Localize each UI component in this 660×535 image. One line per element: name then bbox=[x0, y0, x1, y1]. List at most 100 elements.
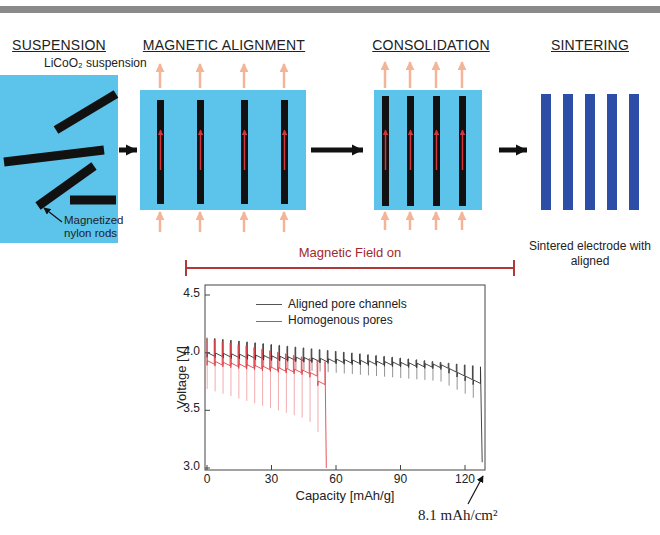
electrode-strip bbox=[541, 94, 551, 210]
stage-heading: SINTERING bbox=[551, 37, 629, 53]
pulse-dip bbox=[262, 366, 263, 406]
stage-panel: MAGNETIC ALIGNMENT bbox=[138, 36, 310, 246]
aligned-rods bbox=[157, 100, 288, 204]
axis-ticks bbox=[205, 295, 465, 470]
field-arrow bbox=[384, 212, 387, 230]
electrode-strip bbox=[585, 94, 595, 210]
tick-label: 4.5 bbox=[170, 287, 200, 301]
tick-label: 30 bbox=[252, 473, 292, 487]
callout-label: LiCoO₂ suspension bbox=[44, 57, 154, 71]
aligned-rods bbox=[382, 96, 466, 206]
legend-text: Aligned pore channels bbox=[288, 297, 407, 311]
stage-caption: Sintered electrode with aligned bbox=[528, 239, 652, 268]
nylon-rod bbox=[197, 100, 204, 204]
rod-moments bbox=[386, 130, 463, 170]
aligned-curve bbox=[207, 338, 482, 463]
process-arrow bbox=[311, 148, 363, 153]
tick-label: 60 bbox=[316, 473, 356, 487]
tick-label: 4.0 bbox=[170, 345, 200, 359]
tick-label: 90 bbox=[381, 473, 421, 487]
x-tick bbox=[336, 465, 337, 470]
field-bracket bbox=[186, 260, 514, 276]
random-rods bbox=[4, 94, 116, 206]
legend-entry: Homogenous pores bbox=[256, 312, 407, 328]
pulse-dip bbox=[294, 369, 295, 415]
plot-frame bbox=[205, 285, 485, 470]
field-arrow bbox=[461, 62, 464, 88]
stage-heading: SUSPENSION bbox=[12, 37, 106, 53]
stage-heading: CONSOLIDATION bbox=[372, 37, 489, 53]
pulse-dip bbox=[254, 365, 255, 403]
nylon-rod bbox=[70, 196, 116, 205]
nylon-rod bbox=[56, 94, 116, 130]
bracket-tick bbox=[185, 260, 187, 276]
consolidation-panel bbox=[374, 90, 482, 210]
pulse-dip bbox=[230, 363, 231, 396]
chart-legend: Aligned pore channelsHomogenous pores bbox=[256, 296, 407, 328]
alignment-panel bbox=[140, 90, 306, 210]
field-arrow bbox=[409, 212, 412, 230]
field-arrow bbox=[409, 62, 412, 88]
x-tick bbox=[465, 465, 466, 470]
pulse-dip bbox=[310, 373, 311, 422]
voltage-curves bbox=[207, 338, 482, 468]
field-arrow bbox=[435, 62, 438, 88]
field-arrow bbox=[243, 64, 246, 88]
y-tick bbox=[205, 410, 210, 411]
annotation: 8.1 mAh/cm² bbox=[418, 507, 538, 524]
stage-heading: MAGNETIC ALIGNMENT bbox=[143, 37, 305, 53]
stage-panel: SINTERING Sintered electrode with aligned bbox=[528, 36, 652, 268]
bracket-label: Magnetic Field on bbox=[260, 246, 440, 261]
process-arrow bbox=[499, 148, 527, 153]
callout-label: Magnetized nylon rods bbox=[64, 214, 130, 240]
rod-moments bbox=[161, 130, 285, 170]
process-arrow bbox=[119, 148, 137, 153]
x-tick bbox=[271, 465, 272, 470]
legend-entry: Aligned pore channels bbox=[256, 296, 407, 312]
sintered-electrode bbox=[541, 94, 639, 210]
nylon-rod bbox=[382, 96, 389, 206]
moment-arrow bbox=[284, 130, 286, 170]
field-arrows bbox=[385, 62, 462, 230]
moment-arrow bbox=[385, 130, 387, 170]
field-arrow bbox=[283, 64, 286, 88]
field-arrow bbox=[384, 62, 387, 88]
nylon-rod bbox=[459, 96, 466, 206]
pulse-dip bbox=[238, 364, 239, 399]
field-arrow bbox=[243, 212, 246, 232]
top-rule bbox=[0, 6, 660, 13]
pulse-dip bbox=[270, 367, 271, 408]
x-tick bbox=[207, 465, 208, 470]
bracket-line bbox=[186, 267, 514, 269]
field-arrow bbox=[461, 212, 464, 230]
moment-arrow bbox=[462, 130, 464, 170]
nylon-rod bbox=[4, 150, 104, 162]
y-tick bbox=[205, 295, 210, 296]
electrode-strip bbox=[629, 94, 639, 210]
field-arrows bbox=[160, 64, 284, 232]
legend-text: Homogenous pores bbox=[288, 313, 393, 327]
homogenous-curve bbox=[207, 339, 326, 468]
legend-line-sample bbox=[256, 304, 282, 305]
field-arrow bbox=[159, 64, 162, 88]
nylon-rod bbox=[407, 96, 414, 206]
pulse-dip bbox=[317, 381, 318, 432]
moment-arrow bbox=[244, 130, 246, 170]
pulse-dip bbox=[286, 368, 287, 412]
nylon-rod bbox=[281, 100, 288, 204]
nylon-rod bbox=[157, 100, 164, 204]
leader-line bbox=[44, 208, 62, 222]
axis-title: Capacity [mAh/g] bbox=[275, 489, 415, 504]
pulse-dip bbox=[278, 368, 279, 411]
moment-arrow bbox=[410, 130, 412, 170]
legend-line-sample bbox=[256, 321, 282, 322]
pulse-dip bbox=[302, 370, 303, 418]
pulse-dip bbox=[223, 362, 224, 393]
tick-label: 3.0 bbox=[170, 460, 200, 474]
field-arrow bbox=[159, 212, 162, 232]
electrode-strip bbox=[563, 94, 573, 210]
stage-panel: CONSOLIDATION bbox=[364, 36, 498, 246]
pulse-dip bbox=[246, 365, 247, 401]
